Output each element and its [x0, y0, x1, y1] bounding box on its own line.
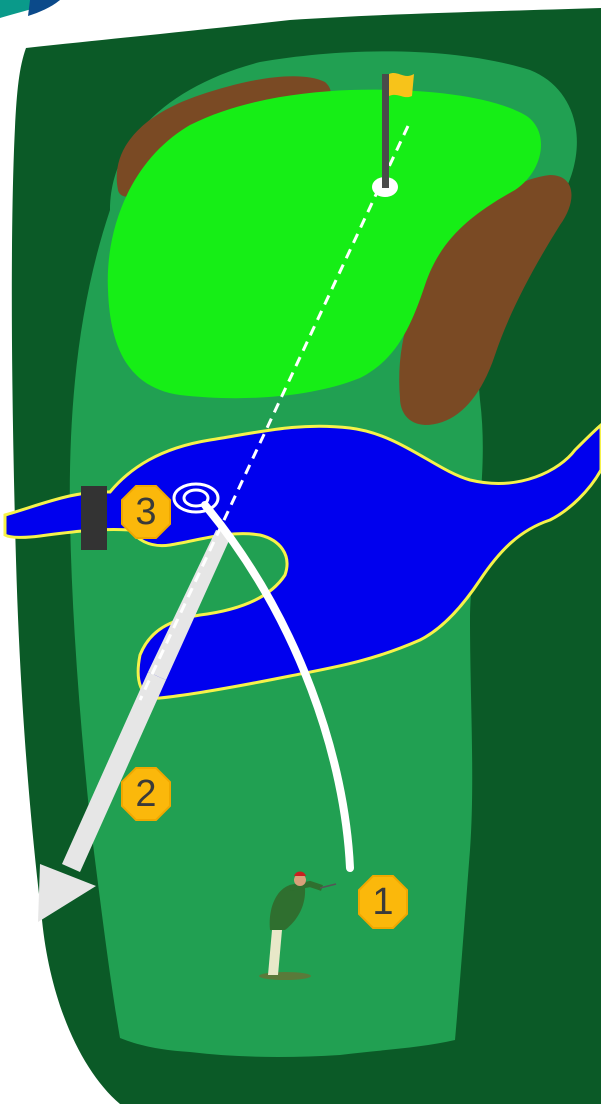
marker-3-label: 3	[135, 491, 156, 533]
marker-2-label: 2	[135, 773, 156, 815]
hazard-marker-icon	[81, 486, 107, 550]
marker-1-label: 1	[372, 881, 393, 923]
marker-2: 2	[122, 768, 170, 820]
corner-decoration-stripe	[28, 0, 60, 16]
marker-1: 1	[359, 876, 407, 928]
marker-3: 3	[122, 486, 170, 538]
